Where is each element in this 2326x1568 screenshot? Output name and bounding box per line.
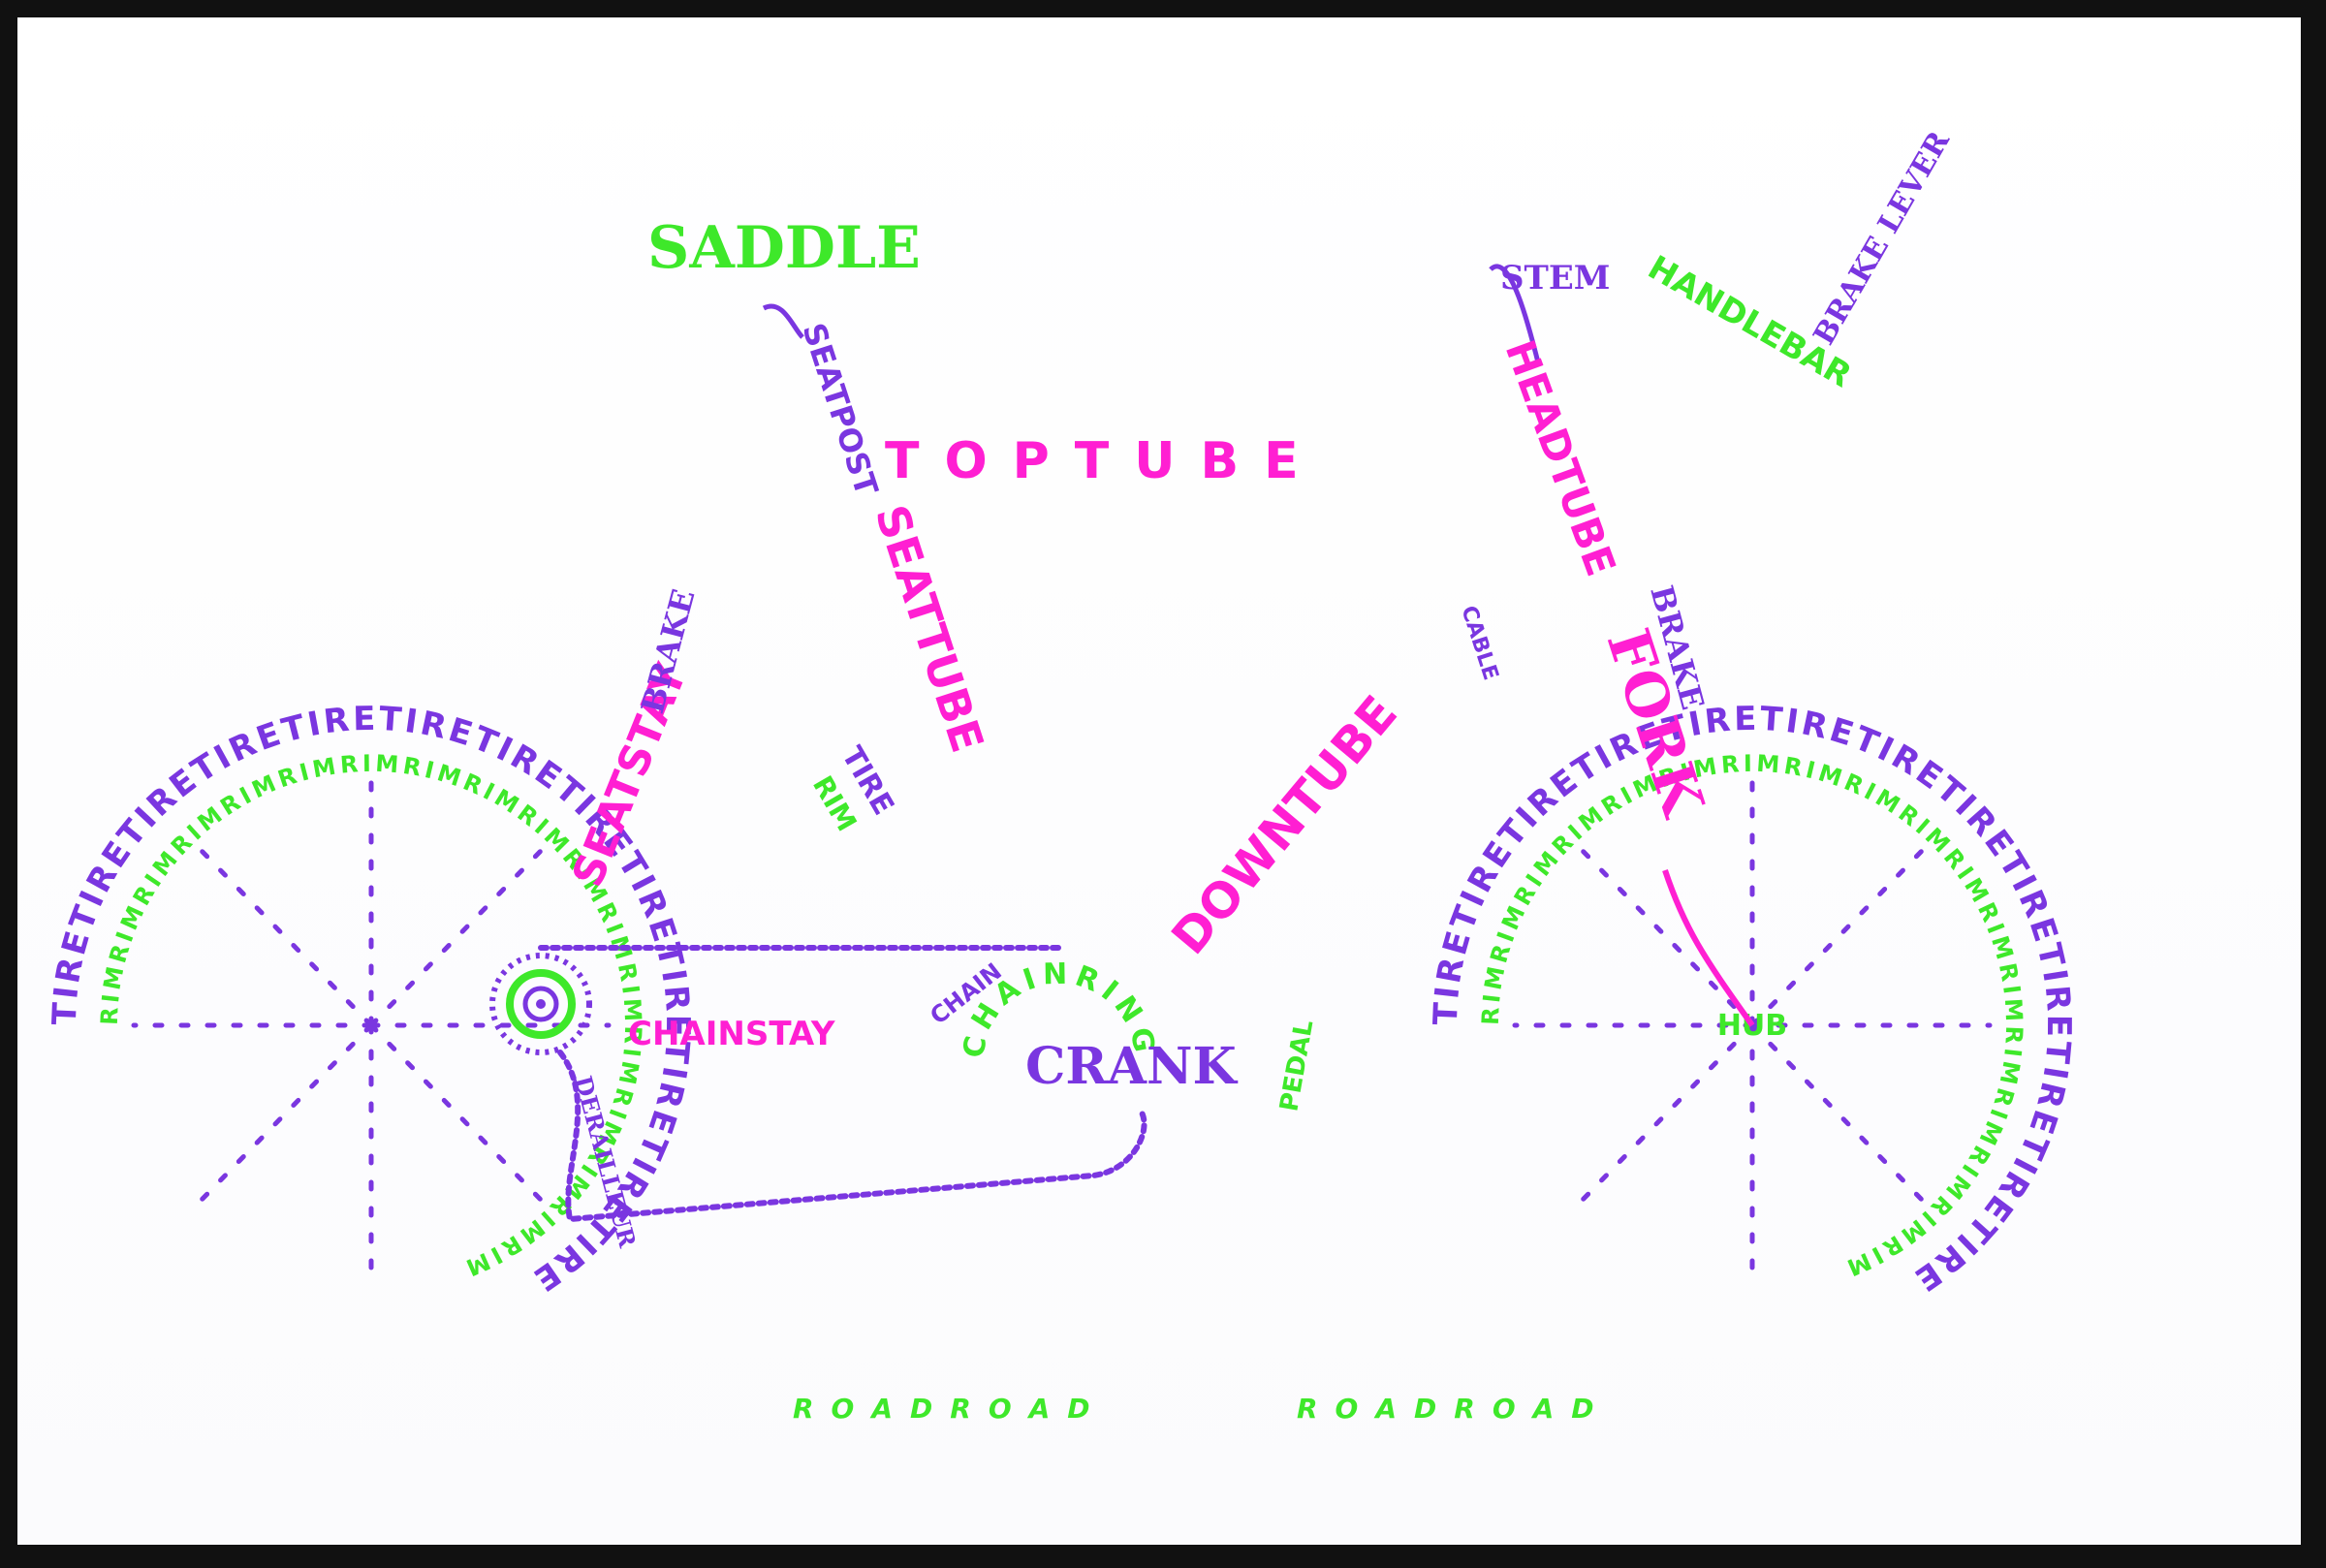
ground-right-dashes: ROADROAD: [1297, 1393, 1612, 1425]
front-wheel: TIRETIRETIRETIRETIRETIRETIRETIRETIRETIRE…: [1427, 700, 2075, 1301]
head-tube-label: HEADTUBE: [1496, 334, 1625, 582]
chainstay-label: CHAINSTAY: [628, 1015, 835, 1053]
seatpost-label: SEATPOST: [795, 319, 885, 500]
pedal-label: PEDAL: [1274, 1018, 1319, 1113]
crank-label: CRANK: [1025, 1037, 1238, 1096]
chainring-assembly: CHAINRING CRANK PEDAL: [957, 957, 1319, 1113]
fork-tip-curve: [1662, 869, 1755, 1027]
down-tube-label: DOWNTUBE: [1161, 685, 1408, 965]
cable-label: CABLE: [1456, 603, 1502, 683]
brake-lever-label: BRAKE LEVER: [1807, 125, 1958, 351]
stem-curve: [1489, 264, 1542, 367]
ground-left-dashes: ROADROAD: [793, 1393, 1108, 1425]
front-hub-label: HUB: [1717, 1009, 1787, 1043]
seatpost-curve: [762, 303, 804, 339]
bicycle-word-diagram: TIRETIRETIRETIRETIRETIRETIRETIRETIRETIRE…: [46, 125, 2075, 1425]
rear-spokes: [131, 780, 612, 1270]
stem-label: STEM: [1500, 259, 1610, 298]
chain-loop: [538, 945, 1147, 1223]
paper-background: TIRETIRETIRETIRETIRETIRETIRETIRETIRETIRE…: [17, 17, 2301, 1545]
rear-brake-label: BRAKE: [634, 585, 703, 717]
seat-tube-label: SEATTUBE: [865, 499, 994, 759]
saddle-label: SADDLE: [647, 214, 921, 282]
rear-cog: [489, 953, 592, 1055]
top-tube-label: TOPTUBE: [885, 432, 1324, 490]
